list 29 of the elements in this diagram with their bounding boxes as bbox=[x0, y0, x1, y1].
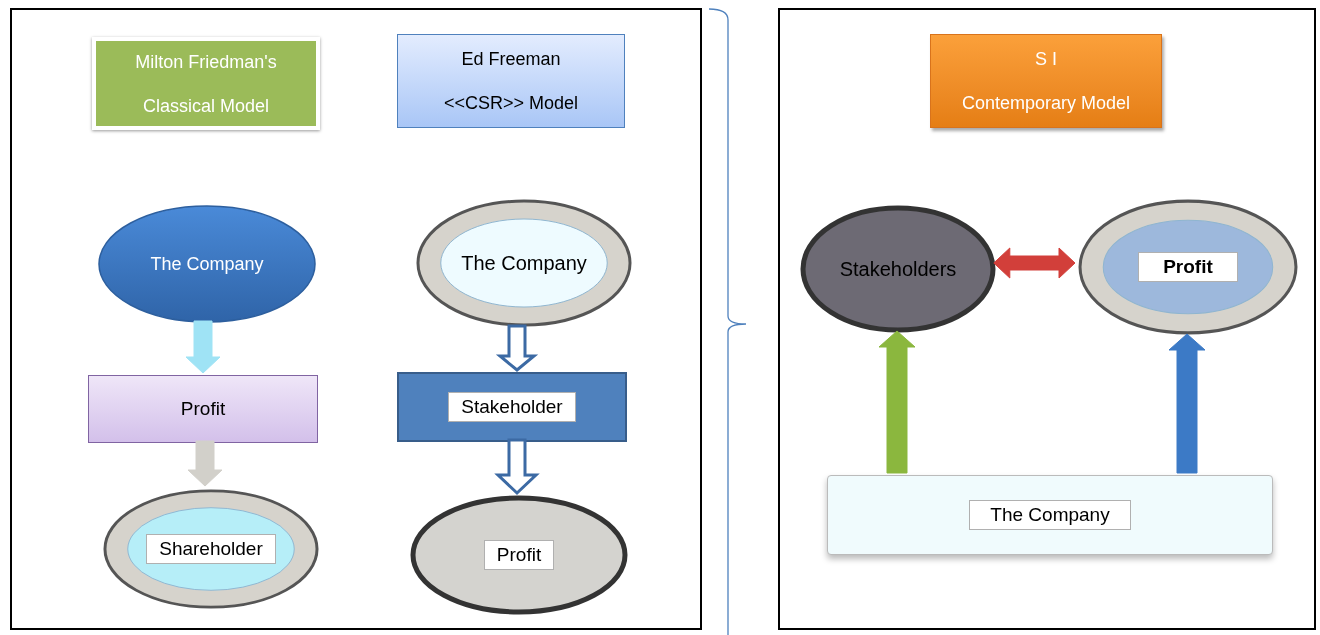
block-arrow bbox=[993, 247, 1076, 279]
node-label: Stakeholders bbox=[839, 257, 957, 282]
block-arrow bbox=[187, 440, 223, 487]
node-label: Profit bbox=[1138, 252, 1238, 282]
node-label: The Company bbox=[150, 252, 264, 276]
block-arrow bbox=[1168, 333, 1206, 474]
title-box bbox=[397, 34, 625, 128]
node-label: Shareholder bbox=[146, 534, 276, 564]
text-label: Stakeholder bbox=[448, 392, 576, 422]
title-text: Ed Freeman bbox=[461, 48, 561, 71]
node-label: The Company bbox=[461, 251, 587, 276]
block-arrow bbox=[495, 324, 539, 372]
node-label: Profit bbox=[483, 540, 555, 570]
title-box bbox=[930, 34, 1162, 128]
node-label: Profit bbox=[180, 396, 226, 421]
base-box bbox=[827, 475, 1273, 555]
title-text: <<CSR>> Model bbox=[443, 92, 579, 115]
title-text: Milton Friedman's bbox=[135, 50, 277, 74]
block-arrow bbox=[494, 438, 540, 496]
title-text: S I bbox=[1035, 48, 1057, 71]
panel-frame bbox=[778, 8, 1316, 630]
title-text: Contemporary Model bbox=[961, 92, 1131, 115]
text-label: The Company bbox=[969, 500, 1131, 530]
block-arrow bbox=[185, 320, 221, 374]
title-text: Classical Model bbox=[142, 94, 269, 118]
process-box bbox=[397, 372, 627, 442]
block-arrow bbox=[878, 330, 916, 474]
panel-frame bbox=[10, 8, 702, 630]
process-box bbox=[88, 375, 318, 443]
